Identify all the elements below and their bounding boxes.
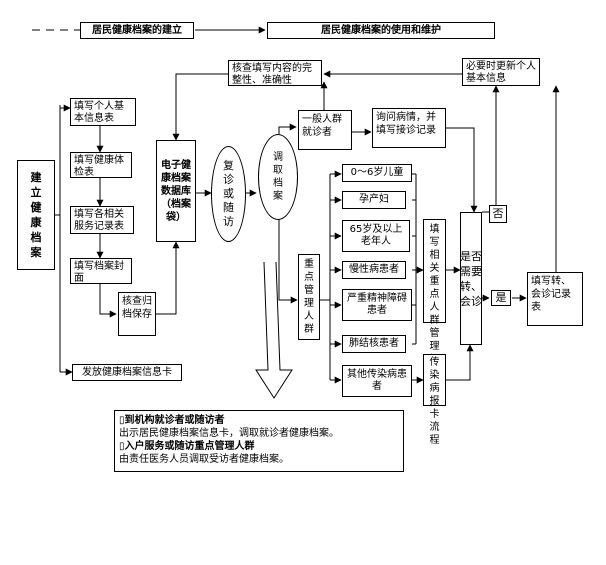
step-cover: 填写档案封面 [70, 258, 132, 284]
referral-question-label: 是否需要转、会诊 [460, 249, 482, 308]
step-card-label: 发放健康档案信息卡 [82, 366, 172, 378]
arrow-to-key [278, 262, 298, 304]
step-personal-info: 填写个人基本信息表 [70, 98, 136, 126]
referral-question: 是否需要转、会诊 [460, 212, 482, 345]
note-line-2: 出示居民健康档案信息卡，调取就诊者健康档案。 [119, 428, 339, 439]
step-service-record: 填写各相关服务记录表 [70, 206, 134, 234]
group-chronic-label: 慢性病患者 [349, 264, 399, 275]
root-label: 建立健康档案 [30, 171, 42, 259]
step-cover-label: 填写档案封面 [74, 261, 124, 284]
ehr-label: 电子健康档案数据库（档案袋） [161, 159, 191, 223]
inquiry-box: 询问病情，并填写接诊记录 [372, 108, 446, 148]
infect-report-label: 传染病报卡流程 [429, 357, 440, 446]
note-line-3-text: 入户服务或随访重点管理人群 [124, 441, 255, 452]
step-archive: 核查归档保存 [118, 292, 156, 336]
arrow-verify-to-ehr [172, 73, 228, 141]
step-health-exam: 填写健康体检表 [70, 152, 132, 178]
group-maternal: 孕产妇 [342, 191, 406, 209]
arrow-to-general [278, 123, 297, 134]
no-label: 否 [492, 207, 504, 220]
stage-build-label: 居民健康档案的建立 [92, 24, 182, 36]
verify-box: 核查填写内容的完整性、准确性 [228, 60, 322, 86]
step-card: 发放健康档案信息卡 [72, 364, 182, 381]
arrow-archive-to-ehr [156, 241, 180, 315]
group-mental-label: 严重精神障碍患者 [347, 293, 407, 316]
general-label: 一般人群就诊者 [302, 114, 342, 138]
key-people-label: 重点管理人群 [304, 259, 314, 335]
line-general-to-verify [322, 85, 325, 110]
arrow-infect-to-referral [446, 344, 474, 381]
group-infectious: 其他传染病患者 [342, 365, 412, 397]
group-mental: 严重精神障碍患者 [342, 289, 412, 321]
no-box: 否 [489, 205, 507, 223]
note-line-4: 由责任医务人员调取受访者健康档案。 [119, 454, 289, 465]
note-line-1-text: 到机构就诊者或随访者 [124, 415, 225, 426]
revisit-oval: 复诊或随访 [211, 146, 246, 242]
retrieve-oval: 调取档案 [258, 134, 298, 220]
update-info-box: 必要时更新个人基本信息 [462, 58, 540, 86]
root-build-archive: 建立健康档案 [17, 160, 55, 270]
notes-box: ▯到机构就诊者或随访者 出示居民健康档案信息卡，调取就诊者健康档案。 ▯入户服务… [114, 410, 404, 472]
infect-report: 传染病报卡流程 [423, 354, 446, 446]
group-tb-label: 肺结核患者 [349, 338, 399, 349]
group-elderly: 65岁及以上老年人 [342, 220, 410, 252]
retrieve-label: 调取档案 [273, 152, 283, 202]
big-down-arrow [255, 261, 293, 399]
group-maternal-label: 孕产妇 [359, 194, 389, 205]
group-tb: 肺结核患者 [342, 335, 406, 353]
general-box: 一般人群就诊者 [298, 110, 352, 150]
ehr-database: 电子健康档案数据库（档案袋） [156, 140, 196, 242]
stage-use-label: 居民健康档案的使用和维护 [321, 24, 441, 36]
key-people-box: 重点管理人群 [298, 254, 320, 340]
arrow-to-archive [99, 284, 117, 318]
note-line-1: ▯到机构就诊者或随访者 [119, 415, 225, 426]
group-chronic: 慢性病患者 [342, 261, 406, 279]
note-line-3: ▯入户服务或随访重点管理人群 [119, 441, 255, 452]
step-service-record-label: 填写各相关服务记录表 [74, 209, 124, 232]
step-health-exam-label: 填写健康体检表 [74, 155, 124, 178]
key-mgmt-form: 填写相关重点人群管理记录表 [423, 219, 446, 391]
yes-box: 是 [491, 290, 511, 306]
group-children-label: 0～6岁儿童 [350, 167, 404, 178]
yes-label: 是 [495, 291, 507, 304]
stage-build-header: 居民健康档案的建立 [80, 22, 194, 39]
group-children: 0～6岁儿童 [342, 164, 412, 182]
stage-use-header: 居民健康档案的使用和维护 [267, 22, 495, 39]
step-archive-label: 核查归档保存 [122, 296, 152, 320]
group-elderly-label: 65岁及以上老年人 [349, 224, 403, 247]
revisit-label: 复诊或随访 [223, 159, 234, 228]
referral-form-label: 填写转、会诊记录表 [531, 276, 571, 313]
referral-form: 填写转、会诊记录表 [527, 272, 583, 326]
inquiry-label: 询问病情，并填写接诊记录 [376, 112, 436, 136]
arrow-inquiry-to-referral [446, 127, 478, 213]
group-infectious-label: 其他传染病患者 [347, 369, 407, 392]
step-personal-info-label: 填写个人基本信息表 [74, 101, 124, 124]
verify-label: 核查填写内容的完整性、准确性 [232, 63, 312, 86]
update-info-label: 必要时更新个人基本信息 [466, 61, 536, 84]
